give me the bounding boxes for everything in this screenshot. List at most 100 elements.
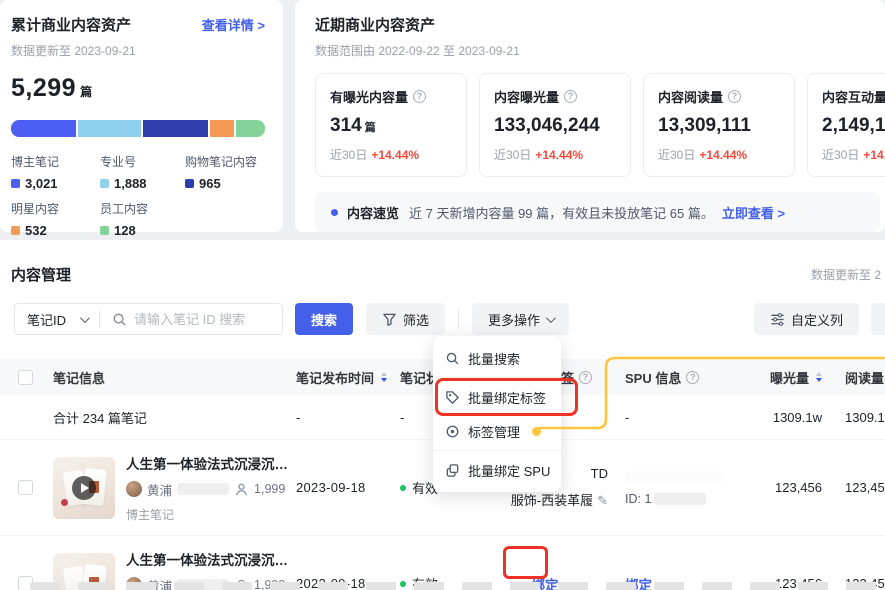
divider [99, 310, 101, 328]
redacted-spu-name [625, 470, 745, 484]
quickview-tag: 内容速览 [347, 205, 400, 221]
note-info-cell: 人生第一体验法式沉浸沉浸... 黄浦 1,999 博主笔记 [46, 453, 291, 523]
search-group: 笔记ID [14, 303, 284, 335]
legend-item: 员工内容 128 [100, 202, 149, 238]
content-quickview-banner: 内容速览 近 7 天新增内容量 99 篇，有效且未投放笔记 65 篇。 立即查看… [315, 192, 880, 232]
legend-swatch [185, 179, 194, 188]
toolbar: 笔记ID 搜索 筛选 更多操作 自定义列 [14, 303, 885, 335]
stat-card-engagement: 内容互动量? 2,149,124 近30日+14.44% [807, 73, 885, 177]
quickview-text: 近 7 天新增内容量 99 篇，有效且未投放笔记 65 篇。 [409, 205, 714, 221]
publish-date: 2023-09-18 [296, 480, 366, 495]
legend: 博主笔记 3,021 专业号 1,888 购物笔记内容 965 明星内容 532… [11, 153, 265, 238]
section-updated: 数据更新至 2 [810, 268, 881, 282]
question-icon[interactable]: ? [686, 370, 700, 384]
target-icon [446, 425, 459, 437]
note-id-select[interactable]: 笔记ID [15, 310, 99, 329]
chevron-down-icon [79, 312, 90, 323]
note-thumbnail[interactable] [53, 456, 115, 519]
copy-icon [446, 463, 459, 477]
legend-item: 博主笔记 3,021 [11, 155, 60, 191]
view-now-link[interactable]: 立即查看 > [721, 205, 786, 221]
columns-settings-icon [771, 312, 784, 326]
search-button[interactable]: 搜索 [295, 303, 354, 335]
avatar [126, 481, 142, 497]
legend-swatch [11, 179, 20, 188]
edit-icon[interactable]: ✎ [597, 493, 608, 508]
bar-segment-shopping [143, 120, 209, 137]
bullet-icon [331, 208, 338, 216]
legend-swatch [11, 226, 20, 235]
legend-item: 专业号 1,888 [100, 155, 147, 191]
menu-item-batch-search[interactable]: 批量搜索 [433, 341, 561, 375]
bar-segment-employee [236, 120, 266, 137]
cumulative-title: 累计商业内容资产 [11, 17, 132, 34]
question-icon[interactable]: ? [564, 90, 578, 103]
bar-segment-pro [77, 120, 142, 137]
summary-total: 合计 234 篇笔记 [53, 410, 147, 426]
tag-icon [446, 390, 459, 404]
menu-item-batch-bind-spu[interactable]: 批量绑定 SPU [433, 453, 561, 487]
customize-columns-button[interactable]: 自定义列 [753, 303, 859, 335]
search-input[interactable] [134, 311, 275, 327]
menu-separator [433, 450, 561, 451]
recent-assets-card: 近期商业内容资产 数据范围由 2022-09-22 至 2023-09-21 有… [295, 0, 885, 232]
cumulative-updated: 数据更新至 2023-09-21 [11, 44, 136, 58]
redacted-name [177, 483, 230, 495]
stat-card-reads: 内容阅读量? 13,309,111 近30日+14.44% [643, 73, 795, 177]
divider [458, 309, 460, 329]
more-actions-dropdown: 批量搜索 批量绑定标签 标签管理 批量绑定 SPU [433, 336, 578, 492]
search-input-wrap [100, 311, 282, 327]
legend-item: 明星内容 532 [11, 202, 60, 238]
status-cell: 有效 [393, 478, 478, 497]
more-actions-button[interactable]: 更多操作 [472, 303, 570, 335]
select-all-checkbox[interactable] [18, 369, 33, 385]
stat-card-impressions: 内容曝光量? 133,046,244 近30日+14.44% [479, 73, 631, 177]
header-spu-info[interactable]: SPU 信息 ? [612, 368, 745, 387]
legend-item: 购物笔记内容 965 [185, 155, 258, 191]
menu-item-tag-management[interactable]: 标签管理 [433, 414, 561, 448]
header-publish-time[interactable]: 笔记发布时间 [290, 368, 393, 387]
sort-icon[interactable] [381, 369, 388, 385]
spu-cell: ID: 1 [612, 470, 745, 506]
question-icon[interactable]: ? [728, 90, 742, 103]
row-checkbox[interactable] [18, 480, 33, 495]
section-title: 内容管理 [11, 267, 72, 284]
bar-segment-celebrity [210, 120, 235, 137]
exposure-value: 123,456 [775, 480, 822, 495]
followers-icon [236, 483, 247, 495]
menu-item-batch-bind-tag[interactable]: 批量绑定标签 [433, 378, 578, 416]
header-note-info[interactable]: 笔记信息 [53, 370, 106, 386]
legend-swatch [100, 226, 109, 235]
chevron-down-icon [546, 312, 556, 323]
tag-cell: TD 服饰-西装革履✎ [510, 466, 608, 508]
read-value: 123,456 [845, 480, 885, 495]
recent-range: 数据范围由 2022-09-22 至 2023-09-21 [315, 44, 520, 58]
author-row: 黄浦 1,999 [126, 480, 291, 499]
header-exposure[interactable]: 曝光量 [745, 368, 822, 387]
question-icon[interactable]: ? [579, 370, 592, 384]
question-icon[interactable]: ? [413, 90, 427, 103]
note-type: 博主笔记 [126, 507, 175, 522]
header-reads[interactable]: 阅读量 [845, 370, 885, 386]
legend-swatch [100, 179, 109, 188]
stacked-bar [11, 120, 266, 137]
total-unit: 篇 [80, 85, 93, 99]
status-dot [400, 484, 406, 491]
table-row[interactable]: 人生第一体验法式沉浸沉浸... 黄浦 1,999 博主笔记 2023-09-18… [0, 440, 885, 536]
search-icon [446, 352, 459, 364]
view-details-link[interactable]: 查看详情 > [201, 18, 265, 33]
note-title[interactable]: 人生第一体验法式沉浸沉浸... [126, 552, 291, 568]
play-icon [72, 475, 96, 500]
clipped-button[interactable] [871, 303, 885, 335]
filter-button[interactable]: 筛选 [366, 303, 446, 335]
note-title[interactable]: 人生第一体验法式沉浸沉浸... [126, 456, 291, 472]
search-icon [113, 313, 126, 325]
callout-dot [532, 426, 542, 436]
funnel-icon [383, 313, 396, 326]
recent-title: 近期商业内容资产 [315, 17, 436, 34]
